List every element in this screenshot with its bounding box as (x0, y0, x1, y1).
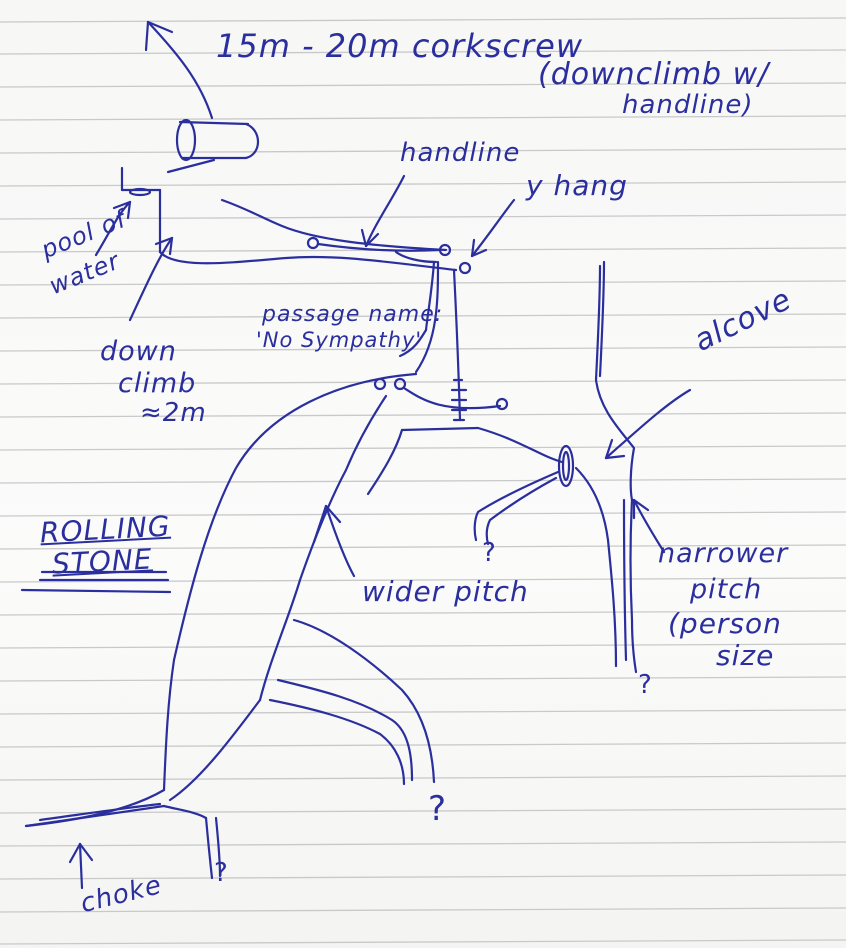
down-climb-label-3: ≈2m (140, 400, 207, 426)
narrower-pitch-label-2: pitch (690, 576, 762, 603)
down-climb-label-2: climb (118, 370, 196, 397)
unknown-marker-alcove: ? (482, 540, 497, 566)
narrower-pitch-label-1: narrower (658, 540, 788, 567)
narrower-pitch-label-3: (person (668, 610, 782, 638)
handline-arrow (362, 176, 404, 246)
rolling-stone-label-2: STONE (51, 545, 153, 578)
unknown-marker-wider: ? (428, 792, 447, 826)
down-climb-arrow (130, 238, 172, 320)
title-line-2: (downclimb w/ (538, 60, 769, 90)
passage-name-label-1: passage name: (262, 304, 443, 326)
unknown-marker-choke: ? (214, 860, 229, 886)
wider-pitch-label: wider pitch (362, 578, 529, 606)
handline-label: handline (400, 140, 520, 166)
down-climb-label-1: down (100, 338, 177, 365)
passage-name-label-2: 'No Sympathy' (256, 330, 422, 351)
unknown-marker-narrower: ? (638, 672, 653, 698)
choke-zone (26, 804, 220, 888)
title-line-3: handline) (622, 92, 753, 118)
alcove-arrow (606, 390, 690, 458)
y-hang-arrow (472, 200, 514, 256)
wider-pitch (270, 506, 434, 784)
pool-of-water-shape (122, 120, 258, 252)
title-line-1: 15m - 20m corkscrew (216, 30, 583, 62)
right-passage (475, 262, 636, 672)
corkscrew-arrow (146, 22, 212, 118)
rolling-stone-underline-3 (22, 590, 170, 592)
y-hang-label: y hang (526, 172, 628, 200)
narrower-pitch-label-4: size (716, 642, 774, 670)
rolling-stone-wall (26, 374, 416, 826)
